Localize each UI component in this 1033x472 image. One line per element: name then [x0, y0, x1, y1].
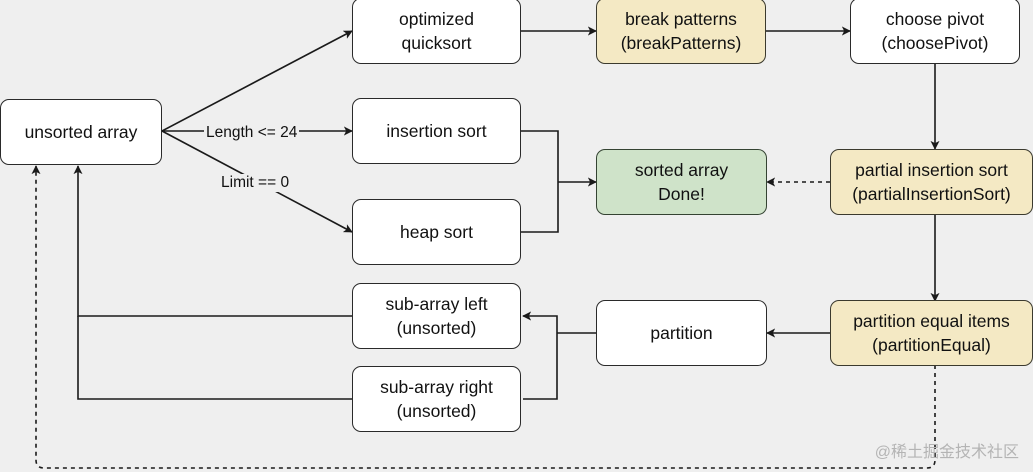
edge-sub-array-left-to-unsorted [73, 165, 352, 317]
node-partial-insertion-sort: partial insertion sort (partialInsertion… [830, 149, 1033, 215]
edge-sub-array-right-to-unsorted [77, 316, 352, 400]
node-sorted-array: sorted array Done! [596, 149, 767, 215]
edge-partition-equal-to-unsorted-dashed [31, 165, 936, 469]
node-sub-array-left: sub-array left (unsorted) [352, 283, 521, 349]
watermark-text: @稀土掘金技术社区 [874, 444, 1019, 461]
node-choose-pivot: choose pivot (choosePivot) [850, 0, 1020, 64]
node-heap-sort: heap sort [352, 199, 521, 265]
node-partition: partition [596, 300, 767, 366]
edge-partition-to-sub-arrays [523, 316, 596, 400]
node-sub-array-right: sub-array right (unsorted) [352, 366, 521, 432]
node-break-patterns: break patterns (breakPatterns) [596, 0, 766, 64]
edge-label-length: Length <= 24 [204, 124, 300, 142]
edge-insertion-heap-to-sorted [521, 130, 596, 233]
node-insertion-sort: insertion sort [352, 98, 521, 164]
edge-label-limit: Limit == 0 [219, 174, 292, 192]
node-optimized-quicksort: optimized quicksort [352, 0, 521, 64]
node-unsorted-array: unsorted array [0, 99, 162, 165]
node-partition-equal: partition equal items (partitionEqual) [830, 300, 1033, 366]
edge-unsorted-to-quicksort [161, 30, 353, 132]
